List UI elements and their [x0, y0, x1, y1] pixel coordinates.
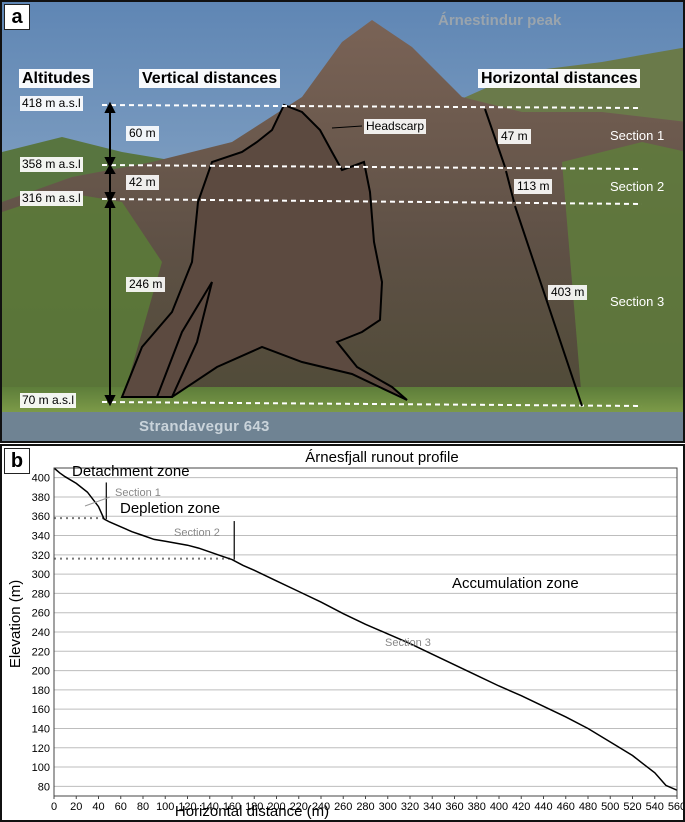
y-tick-label: 360	[32, 511, 50, 523]
accumulation-zone-label: Accumulation zone	[452, 575, 579, 592]
headscarp-leader	[331, 125, 363, 129]
detachment-zone-label: Detachment zone	[72, 463, 190, 480]
x-tick-label: 520	[623, 801, 641, 813]
y-tick-label: 180	[32, 685, 50, 697]
y-tick-labels: 80 100 120 140 160 180 200 220 240 260 280 300 320 34…	[32, 473, 50, 794]
section-1-leader	[84, 496, 111, 507]
panel-letter-b: b	[4, 448, 30, 474]
y-tick-label: 260	[32, 608, 50, 620]
y-tick-label: 120	[32, 743, 50, 755]
x-tick-label: 360	[445, 801, 463, 813]
x-tick-label: 560	[668, 801, 683, 813]
profile-chart-panel: Árnesfjall runout profile 80 100 120 140 160…	[0, 444, 685, 822]
x-tick-label: 340	[423, 801, 441, 813]
x-tick-label: 140	[201, 801, 219, 813]
x-axis-label: Horizontal distance (m)	[175, 803, 329, 820]
reference-levels	[54, 517, 232, 560]
y-tick-label: 380	[32, 492, 50, 504]
section-3-label: Section 3	[610, 294, 665, 309]
y-tick-label: 160	[32, 704, 50, 716]
x-tick-label: 540	[646, 801, 664, 813]
y-tick-label: 140	[32, 723, 50, 735]
landslide-tongue	[155, 281, 213, 398]
altitude-418: 418 m a.s.l	[20, 96, 83, 111]
headscarp-label: Headscarp	[364, 119, 427, 134]
horizontal-distance-47: 47 m	[498, 129, 531, 144]
photo-panel: a Árnestindur peak Altitudes Vertical di…	[0, 0, 685, 443]
altitude-lines	[101, 104, 643, 407]
x-tick-label: 420	[512, 801, 530, 813]
y-tick-label: 300	[32, 569, 50, 581]
vertical-distance-60: 60 m	[126, 126, 159, 141]
horizontal-distances-header: Horizontal distances	[478, 69, 641, 88]
profile-line	[53, 467, 678, 791]
x-tick-label: 320	[401, 801, 419, 813]
x-tick-labels: 0 20 40 60 80 100 120 140 160 180 200 220 240 260 280 3…	[51, 796, 683, 813]
y-tick-label: 320	[32, 550, 50, 562]
section-2-chart-label: Section 2	[174, 527, 220, 539]
section-3-chart-label: Section 3	[385, 637, 431, 649]
x-tick-label: 480	[579, 801, 597, 813]
y-tick-label: 400	[32, 473, 50, 485]
x-tick-label: 300	[379, 801, 397, 813]
x-tick-label: 200	[267, 801, 285, 813]
x-tick-label: 0	[51, 801, 57, 813]
horizontal-distance-113: 113 m	[514, 179, 553, 194]
x-tick-label: 80	[137, 801, 149, 813]
x-tick-label: 460	[557, 801, 575, 813]
x-tick-label: 260	[334, 801, 352, 813]
x-tick-label: 20	[70, 801, 82, 813]
zone-markers	[105, 482, 235, 560]
x-tick-label: 220	[290, 801, 308, 813]
section-1-label: Section 1	[610, 128, 665, 143]
vertical-distance-42: 42 m	[126, 175, 159, 190]
altitude-316: 316 m a.s.l	[20, 191, 83, 206]
chart-title: Árnesfjall runout profile	[305, 449, 458, 466]
y-tick-label: 100	[32, 762, 50, 774]
runout-profile-chart: Árnesfjall runout profile 80 100 120 140 160…	[7, 449, 683, 820]
horizontal-distance-403: 403 m	[548, 285, 588, 300]
vertical-distance-246: 246 m	[126, 277, 166, 292]
x-tick-label: 380	[468, 801, 486, 813]
horizontal-distance-arrows	[484, 108, 583, 407]
green-slope-right	[562, 142, 683, 402]
panel-letter-a: a	[4, 4, 30, 30]
x-tick-label: 440	[534, 801, 552, 813]
x-tick-label: 240	[312, 801, 330, 813]
y-tick-label: 340	[32, 531, 50, 543]
y-tick-label: 80	[38, 781, 50, 793]
x-tick-label: 100	[156, 801, 174, 813]
x-tick-label: 120	[178, 801, 196, 813]
section-2-label: Section 2	[610, 179, 665, 194]
y-tick-label: 280	[32, 588, 50, 600]
y-tick-label: 220	[32, 646, 50, 658]
road-label: Strandavegur 643	[139, 418, 270, 435]
vertical-distances-header: Vertical distances	[139, 69, 281, 88]
water	[2, 412, 683, 441]
x-tick-label: 280	[356, 801, 374, 813]
y-tick-label: 240	[32, 627, 50, 639]
depletion-zone-label: Depletion zone	[120, 500, 220, 517]
altitude-70: 70 m a.s.l	[20, 393, 77, 408]
x-tick-label: 400	[490, 801, 508, 813]
y-tick-label: 200	[32, 666, 50, 678]
x-tick-label: 40	[92, 801, 104, 813]
y-axis-label: Elevation (m)	[7, 580, 24, 668]
x-tick-label: 60	[115, 801, 127, 813]
vertical-arrows	[104, 101, 116, 407]
grid-lines	[54, 477, 677, 787]
plot-frame	[53, 467, 678, 797]
altitude-358: 358 m a.s.l	[20, 157, 83, 172]
altitudes-header: Altitudes	[19, 69, 94, 88]
peak-label: Árnestindur peak	[438, 12, 562, 29]
x-tick-label: 180	[245, 801, 263, 813]
x-tick-label: 160	[223, 801, 241, 813]
green-slope-left	[2, 192, 162, 402]
foreground-grass	[2, 387, 683, 412]
section-1-chart-label: Section 1	[115, 487, 161, 499]
x-tick-label: 500	[601, 801, 619, 813]
